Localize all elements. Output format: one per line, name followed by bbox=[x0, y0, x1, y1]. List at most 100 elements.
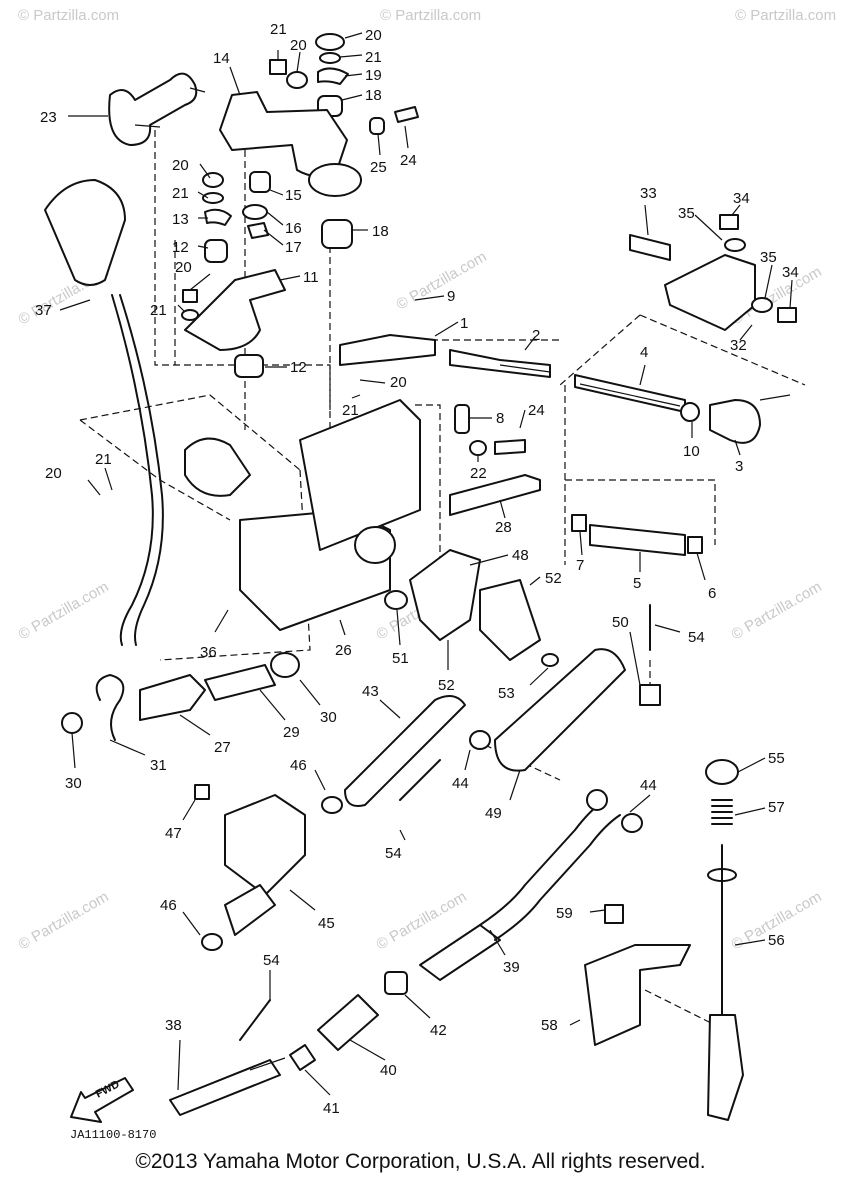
lever-boss bbox=[308, 163, 362, 197]
pin-54-mid bbox=[399, 759, 441, 801]
callout: 35 bbox=[760, 249, 777, 266]
nut-22 bbox=[469, 440, 487, 456]
callout: 29 bbox=[283, 724, 300, 741]
callout-labels: 21 20 20 21 19 18 14 23 24 25 20 21 13 1… bbox=[35, 21, 799, 1117]
callout: 20 bbox=[290, 37, 307, 54]
callout: 43 bbox=[362, 683, 379, 700]
callout: 20 bbox=[172, 157, 189, 174]
callout: 44 bbox=[452, 775, 469, 792]
watermark: © Partzilla.com bbox=[729, 578, 825, 643]
bushing-12-lower bbox=[234, 354, 264, 378]
callout: 20 bbox=[45, 465, 62, 482]
callout: 48 bbox=[512, 547, 529, 564]
callout: 21 bbox=[365, 49, 382, 66]
nut-34b bbox=[777, 307, 797, 323]
callout: 24 bbox=[528, 402, 545, 419]
nut-20-mid bbox=[202, 172, 224, 188]
callout: 54 bbox=[263, 952, 280, 969]
callout: 20 bbox=[175, 259, 192, 276]
clip-53 bbox=[541, 653, 559, 667]
callout: 50 bbox=[612, 614, 629, 631]
pin-8 bbox=[454, 404, 470, 434]
exploded-parts-diagram: © Partzilla.com © Partzilla.com © Partzi… bbox=[16, 7, 837, 1140]
callout: 5 bbox=[633, 575, 641, 592]
callout: 21 bbox=[342, 402, 359, 419]
knob-55 bbox=[705, 759, 739, 785]
washer-44 bbox=[469, 730, 491, 750]
link-49 bbox=[494, 648, 626, 772]
spring-31 bbox=[95, 674, 125, 741]
cable-joint bbox=[184, 437, 251, 497]
copyright-notice: ©2013 Yamaha Motor Corporation, U.S.A. A… bbox=[135, 1150, 706, 1173]
callout: 37 bbox=[35, 302, 52, 319]
watermark: © Partzilla.com bbox=[16, 578, 112, 643]
callout: 41 bbox=[323, 1100, 340, 1117]
callout: 36 bbox=[200, 644, 217, 661]
watermark: © Partzilla.com bbox=[735, 7, 836, 24]
nut-21-top bbox=[269, 59, 287, 75]
callout: 2 bbox=[532, 327, 540, 344]
callout: 11 bbox=[303, 269, 319, 286]
watermark: © Partzilla.com bbox=[18, 7, 119, 24]
callout: 25 bbox=[370, 159, 387, 176]
callout: 54 bbox=[385, 845, 402, 862]
callout: 20 bbox=[365, 27, 382, 44]
bushing-18 bbox=[321, 219, 353, 249]
nut-20-left bbox=[182, 289, 198, 303]
callout: 12 bbox=[172, 239, 189, 256]
pin-54-bottom bbox=[239, 999, 271, 1041]
plate-52-left bbox=[409, 549, 481, 641]
pin-33 bbox=[629, 234, 671, 261]
nut-20-upper bbox=[315, 33, 345, 51]
callout: 18 bbox=[365, 87, 382, 104]
leader-lines bbox=[59, 32, 793, 1096]
washer-51 bbox=[384, 590, 408, 610]
callout: 19 bbox=[365, 67, 382, 84]
washer-19 bbox=[317, 67, 349, 85]
part-drawings bbox=[44, 33, 797, 1123]
callout: 55 bbox=[768, 750, 785, 767]
bushing-12 bbox=[204, 239, 228, 263]
callout: 10 bbox=[683, 443, 700, 460]
cable-39-end bbox=[419, 924, 501, 981]
cable-eye bbox=[586, 789, 608, 811]
callout: 38 bbox=[165, 1017, 182, 1034]
bolt-47 bbox=[194, 784, 210, 800]
callout: 22 bbox=[470, 465, 487, 482]
washer-21-left bbox=[181, 309, 199, 321]
spacer-5 bbox=[589, 524, 686, 556]
tube-45 bbox=[224, 884, 276, 936]
callout: 18 bbox=[372, 223, 389, 240]
callout: 26 bbox=[335, 642, 352, 659]
callout: 32 bbox=[730, 337, 747, 354]
nut-10 bbox=[680, 402, 700, 422]
rod-38 bbox=[169, 1059, 281, 1116]
callout: 54 bbox=[688, 629, 705, 646]
bolt-59 bbox=[604, 904, 624, 924]
pivot-boss bbox=[354, 526, 396, 564]
callout: 56 bbox=[768, 932, 785, 949]
rod-4 bbox=[574, 374, 686, 413]
callout: 46 bbox=[290, 757, 307, 774]
callout: 44 bbox=[640, 777, 657, 794]
callout: 20 bbox=[390, 374, 407, 391]
shift-rod bbox=[111, 294, 154, 646]
callout: 58 bbox=[541, 1017, 558, 1034]
washer-13 bbox=[204, 208, 232, 226]
callout: 23 bbox=[40, 109, 57, 126]
callout: 28 bbox=[495, 519, 512, 536]
washer-35 bbox=[724, 238, 746, 252]
nut-20-top bbox=[286, 71, 308, 89]
callout: 34 bbox=[782, 264, 799, 281]
callout: 21 bbox=[270, 21, 287, 38]
shaft-43 bbox=[344, 695, 466, 807]
shift-knob-37 bbox=[44, 179, 126, 286]
watermark: © Partzilla.com bbox=[380, 7, 481, 24]
callout: 30 bbox=[65, 775, 82, 792]
callout: 21 bbox=[150, 302, 167, 319]
washer-21 bbox=[319, 52, 341, 64]
callout: 53 bbox=[498, 685, 515, 702]
fwd-arrow-icon bbox=[70, 1077, 134, 1123]
bushing-46b bbox=[201, 933, 223, 951]
plate-52-right bbox=[479, 579, 541, 661]
